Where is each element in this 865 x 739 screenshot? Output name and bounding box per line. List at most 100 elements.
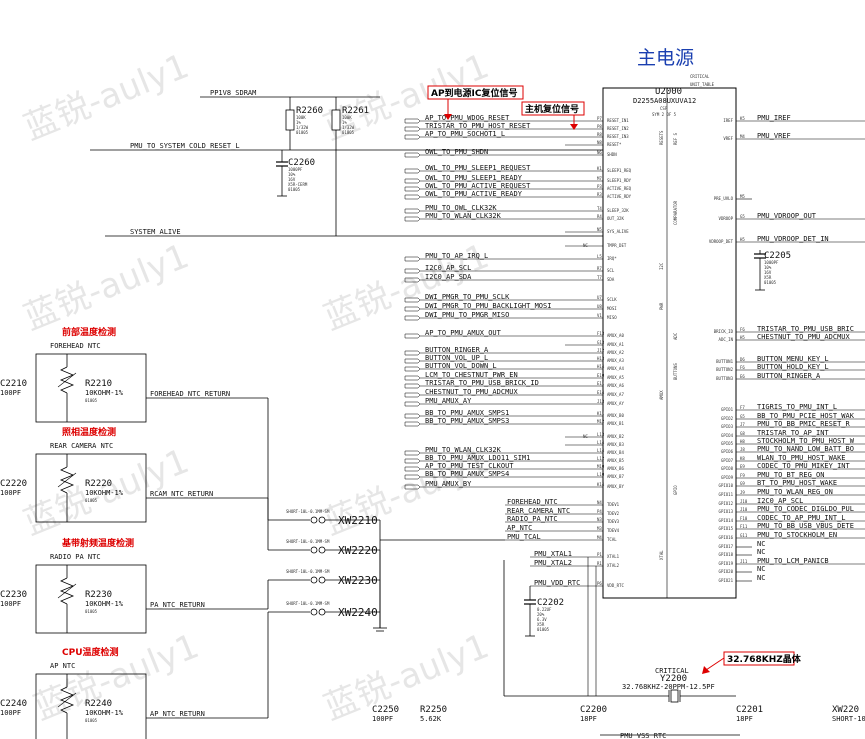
ic-pin-number: M5: [740, 194, 745, 199]
ntc-cap-val: 100PF: [0, 600, 21, 608]
watermark-text: 蓝锐-auly1: [18, 46, 194, 148]
net-label: BUTTON_RINGER_A: [757, 372, 821, 380]
ic-ref: U2000: [655, 87, 682, 97]
ic-pin-number: G5: [740, 414, 745, 419]
ic-pin-number: P1: [597, 552, 602, 557]
nc-label: NC: [583, 434, 588, 439]
net-label: PMU_IREF: [757, 114, 791, 122]
ic-pin-number: L10: [597, 472, 605, 477]
ntc-resistor-ref: R2240: [85, 699, 112, 709]
ic-ball-name: TDEV1: [607, 502, 620, 507]
c2205-volt: 16V: [764, 270, 772, 275]
net-label: OWL_TO_PMU_ACTIVE_REQUEST: [425, 182, 531, 190]
ic-ball-name: AMUX_A5: [607, 375, 624, 380]
bottom-part-ref: C2200: [580, 705, 607, 715]
c2260-die: X5R-CERM: [288, 182, 308, 187]
ic-pin-number: M10: [597, 464, 605, 469]
ic-pin-number: R3: [597, 192, 602, 197]
ic-ball-name: GPIO10: [719, 483, 734, 488]
ic-ball-name: ADC_IN: [719, 337, 734, 342]
ntc-return-net: FOREHEAD_NTC_RETURN: [150, 390, 230, 398]
net-label: DWI_PMGR_TO_PMU_BACKLIGHT_MOSI: [425, 302, 551, 310]
net-label: STOCKHOLM_TO_PMU_HOST_W: [757, 437, 855, 445]
ic-pin-number: G13: [597, 340, 605, 345]
ntc-net-label: AP_NTC: [507, 524, 532, 532]
ntc-resistor-val: 10KOHM-1%: [85, 389, 124, 397]
ic-pin-number: D6: [740, 357, 745, 362]
ic-pin-number: P4: [597, 509, 602, 514]
ic-section-label: XTAL: [659, 550, 664, 560]
net-label: I2C0_AP_SCL: [425, 264, 471, 272]
ic-pin-number: K14: [597, 482, 605, 487]
ic-ball-name: SCL: [607, 268, 615, 273]
ic-section-label: BUTTONS: [673, 363, 678, 380]
net-label: WLAN_TO_PMU_HOST_WAKE: [757, 454, 846, 462]
ic-ball-name: GPIO18: [719, 552, 734, 557]
ic-ball-name: GPIO4: [721, 433, 734, 438]
net-label: BB_TO_PMU_AMUX_SMPS4: [425, 470, 509, 478]
ic-ball-name: XTAL2: [607, 563, 620, 568]
ntc-return-net: AP_NTC_RETURN: [150, 710, 205, 718]
ic-ball-name: AMUX_A2: [607, 350, 624, 355]
ntc-resistor-pkg: 01005: [85, 609, 98, 614]
ic-pin-number: L12: [597, 456, 605, 461]
ic-ball-name: AMUX_B2: [607, 434, 624, 439]
ic-ball-name: SLEEP1_RDY: [607, 178, 632, 183]
net-label: BUTTON_RINGER_A: [425, 346, 489, 354]
ntc-resistor-pkg: 01005: [85, 718, 98, 723]
ic-ball-name: RESET_IN2: [607, 126, 629, 131]
ic-pin-number: M12: [597, 419, 605, 424]
ic-ball-name: AMUX_A6: [607, 383, 624, 388]
short-label: SHORT-10L-0.1MM-SM: [286, 601, 330, 606]
bottom-part-val: 5.62K: [420, 715, 442, 723]
ntc-cap-ref: C2210: [0, 379, 27, 389]
ic-pin-number: J11: [740, 559, 748, 564]
ic-ball-name: XTAL1: [607, 554, 620, 559]
net-label: PMU_TO_BT_REG_ON: [757, 471, 824, 479]
ic-pin-number: R7: [597, 266, 602, 271]
ic-ball-name: TDEV3: [607, 519, 620, 524]
c2202-val: 0.22UF: [537, 607, 552, 612]
r2260-pwr: 1/32W: [296, 125, 309, 130]
ic-pin-number: H5: [740, 237, 745, 242]
ic-pin-number: L5: [597, 254, 602, 259]
c2205-ref: C2205: [764, 251, 791, 261]
ic-ball-name: AMUX_B4: [607, 450, 624, 455]
ic-ball-name: BUTTON1: [716, 359, 733, 364]
ic-section-label: PWR: [659, 302, 664, 310]
ntc-return-net: PA_NTC_RETURN: [150, 601, 205, 609]
net-system-alive: SYSTEM_ALIVE: [130, 228, 181, 236]
ic-ball-name: GPIO1: [721, 407, 734, 412]
ic-ball-name: GPIO2: [721, 416, 734, 421]
ic-section-label: I2C: [659, 262, 664, 270]
ic-pin-number: F7: [740, 405, 745, 410]
net-label: BB_TO_PMU_AMUX_SMPS3: [425, 417, 509, 425]
annotation-host-reset-text: 主机复位信号: [525, 103, 579, 115]
c2260-pkg: 01005: [288, 187, 301, 192]
ntc-resistor-pkg: 01005: [85, 498, 98, 503]
ic-u2000: CRITICAL UNIT_TABLE U2000 D2255A08UXUVA1…: [404, 74, 865, 696]
ic-pin-number: E11: [597, 381, 605, 386]
ic-ball-name: BUTTON2: [716, 367, 733, 372]
ic-pin-number: R4: [597, 214, 602, 219]
ic-ball-name: SDA: [607, 277, 615, 282]
ntc-title-cn: 前部温度检测: [62, 326, 116, 338]
ic-ball-name: AMUX_A1: [607, 342, 624, 347]
ic-section-label: COMPARATOR: [673, 200, 678, 225]
ic-section-label: RESETS: [659, 130, 664, 145]
net-label: PMU_VDROOP_OUT: [757, 212, 817, 220]
ntc-title: REAR CAMERA NTC: [50, 442, 113, 450]
annotation-crystal: 32.768KHZ晶体: [702, 651, 802, 674]
ic-pin-number: J10: [740, 499, 748, 504]
ic-pin-number: U7: [597, 295, 602, 300]
ic-pin-number: F11: [740, 524, 748, 529]
ic-pin-number: K8: [740, 456, 745, 461]
c2205-die: X5R: [764, 275, 772, 280]
ic-pin-number: L14: [597, 440, 605, 445]
net-label: BB_TO_PMU_AMUX_LDO11_SIM1: [425, 454, 530, 462]
ic-pin-number: N6: [597, 150, 602, 155]
watermark-text: 蓝锐-auly1: [18, 236, 194, 338]
net-label: OWL_TO_PMU_SHDN: [425, 148, 488, 156]
